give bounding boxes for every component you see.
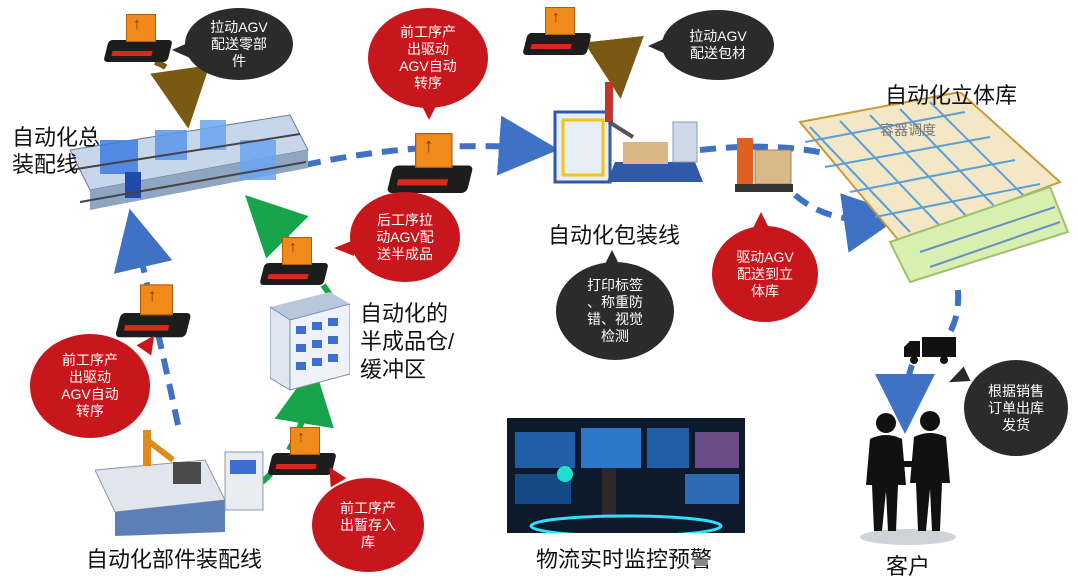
forklift-agv-image (735, 138, 793, 192)
flow-warehouse-to-truck (942, 289, 962, 342)
customer-handshake-image (860, 411, 956, 545)
monitoring-label: 物流实时监控预警 (536, 547, 713, 572)
agv-vehicle-packaging (522, 5, 595, 55)
bubble-print-label: 打印标签 、称重防 错、视觉 检测 (556, 262, 674, 360)
bubble-pull-agv-parts: 拉动AGV 配送零部 件 (185, 8, 293, 80)
packaging-label: 自动化包装线 (548, 223, 681, 248)
packaging-line-image (553, 82, 703, 184)
buffer-rack-image (270, 292, 350, 391)
component-assembly-label: 自动化部件装配线 (86, 547, 263, 572)
flow-warehouse-loop (793, 192, 904, 253)
agv-vehicle-temp (267, 425, 340, 475)
component-assembly-image (95, 430, 264, 536)
flow-truck-to-customer (875, 364, 936, 434)
agv-vehicle-left (114, 280, 195, 338)
agv-vehicle-parts (103, 12, 176, 62)
final-assembly-label: 自动化总 装配线 (12, 125, 101, 177)
bubble-rear-pull-agv: 后工序拉 动AGV配 送半成品 (350, 192, 460, 282)
warehouse-image (798, 92, 1070, 284)
agv-vehicle-buffer (259, 235, 332, 285)
bubble-front-agv-left: 前工序产 出驱动 AGV自动 转序 (30, 334, 150, 438)
flow-parts-delivery (150, 59, 210, 129)
bubble-drive-agv-warehouse: 驱动AGV 配送到立 体库 (712, 226, 818, 322)
final-assembly-line-image (69, 114, 309, 210)
warehouse-label: 自动化立体库 (885, 83, 1018, 108)
customer-label: 客户 (886, 554, 931, 579)
container-dispatch-label: 容器调度 (880, 122, 936, 138)
semi-buffer-label: 自动化的 半成品仓/ 缓冲区 (360, 301, 455, 382)
monitoring-room-image (507, 418, 745, 533)
bubble-pull-agv-packaging: 拉动AGV 配送包材 (662, 10, 774, 80)
bubble-sales-order: 根据销售 订单出库 发货 (964, 360, 1068, 456)
truck-icon (904, 337, 956, 364)
agv-vehicle-transfer (386, 118, 503, 193)
bubble-front-agv-top: 前工序产 出驱动 AGV自动 转序 (368, 8, 488, 108)
bubble-temp-storage: 前工序产 出暂存入 库 (312, 478, 424, 572)
